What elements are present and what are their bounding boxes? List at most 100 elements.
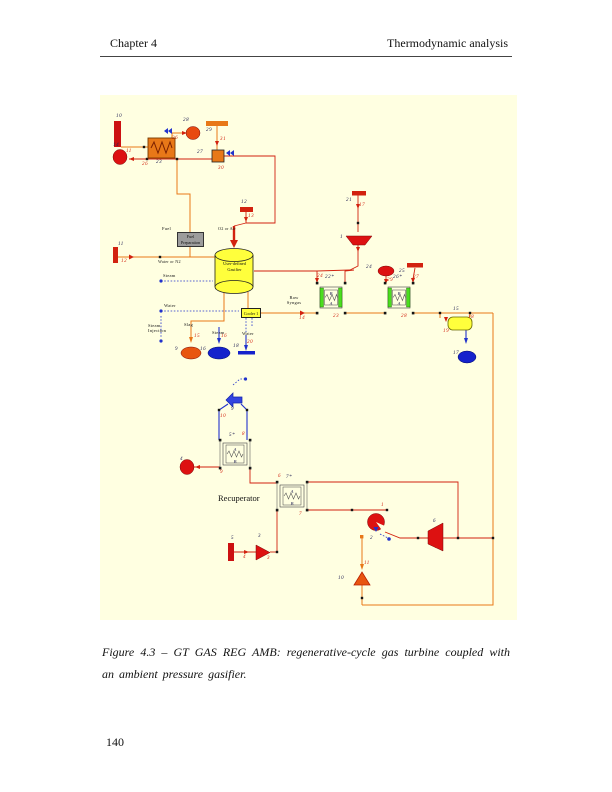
source-bar-21	[352, 191, 366, 196]
component-label-6: 6	[433, 519, 437, 524]
connector-icon	[164, 128, 234, 156]
svg-text:A: A	[290, 489, 294, 494]
header-rule	[100, 56, 512, 57]
sink-ellipse-28	[185, 126, 201, 140]
stream-label-18: 18	[468, 315, 475, 320]
stream-label-14: 14	[299, 316, 306, 321]
hx-block-22	[315, 281, 347, 315]
component-label-9b: 9	[231, 407, 235, 412]
fuel-compressor-3	[255, 544, 271, 561]
red-arrowheads	[129, 131, 448, 554]
component-label-5: 5	[231, 536, 235, 541]
svg-text:A: A	[329, 301, 333, 306]
sink-ellipse-4	[179, 459, 195, 475]
stream-label-19: 19	[443, 329, 450, 334]
label-o2-or-air: O2 or Air	[218, 226, 236, 231]
separator-drum-15	[447, 316, 473, 331]
stream-label-9: 9	[220, 470, 224, 475]
component-label-25: 25	[399, 269, 406, 274]
stream-label-15: 15	[194, 334, 201, 339]
component-label-11: 11	[118, 242, 124, 247]
stream-label-26b: 26	[142, 162, 149, 167]
svg-text:A: A	[233, 447, 237, 452]
component-label-26: 26*	[393, 275, 403, 280]
label-water-2: Water	[242, 331, 254, 336]
sink-ellipse-16	[207, 346, 231, 360]
component-label-29: 29	[206, 128, 213, 133]
cooler-box: Cooler 1	[241, 308, 261, 318]
stream-label-11b: 11	[364, 561, 370, 566]
component-label-12: 12	[241, 200, 248, 205]
orange-arrowheads	[189, 337, 364, 570]
stream-label-30: 30	[218, 166, 225, 171]
component-label-28: 28	[183, 118, 190, 123]
gasifier-label: User-defined Gasifier	[223, 261, 246, 272]
junction-dots	[142, 145, 495, 600]
stream-label-1: 1	[381, 503, 385, 508]
svg-text:B: B	[330, 291, 333, 296]
svg-text:B: B	[291, 501, 294, 506]
label-steam: Steam	[163, 273, 176, 278]
component-label-23: 23	[156, 160, 163, 165]
label-steam-2: Steam	[212, 330, 225, 335]
component-label-17: 17	[453, 351, 460, 356]
svg-text:B: B	[398, 291, 401, 296]
component-label-2: 2	[370, 536, 374, 541]
stream-label-5: 5	[435, 545, 439, 550]
label-steam-injection: Steam Injection	[148, 323, 167, 334]
component-label-15: 15	[453, 307, 460, 312]
label-raw-syngas: Raw Syngas	[286, 295, 302, 306]
source-bar-12	[240, 207, 253, 212]
blue-port-dots	[159, 279, 391, 541]
component-label-21: 21	[346, 198, 353, 203]
combustor-1	[345, 235, 373, 246]
stream-label-29: 29	[387, 278, 394, 283]
heat-exchanger-23	[147, 137, 176, 159]
sink-ellipse-14	[112, 149, 128, 165]
svg-text:A: A	[397, 301, 401, 306]
component-label-16: 16	[200, 347, 207, 352]
dotted-utility-wires	[160, 280, 389, 539]
blue-arrowheads	[217, 338, 468, 351]
stream-label-31: 31	[220, 137, 227, 142]
stream-label-28: 28	[401, 314, 408, 319]
sink-ellipses	[112, 126, 477, 475]
gasifier-vessel	[214, 248, 254, 294]
stream-label-26a: 26	[172, 136, 179, 141]
combustor-2	[367, 513, 386, 533]
label-fuel: Fuel	[162, 226, 171, 231]
page-number: 140	[106, 735, 124, 749]
blue-wires	[218, 327, 467, 440]
orange-port-dot	[360, 535, 364, 539]
stream-label-3: 3	[267, 556, 271, 561]
component-label-10b: 10	[338, 576, 345, 581]
stream-label-23: 23	[333, 314, 340, 319]
stream-label-24: 24	[317, 274, 324, 279]
component-label-7star: 7*	[286, 475, 293, 480]
source-bar-25	[407, 263, 423, 268]
label-water: Water	[164, 303, 176, 308]
component-label-22: 22*	[325, 275, 335, 280]
component-label-4: 4	[180, 457, 184, 462]
header-chapter: Chapter 4	[110, 36, 157, 50]
component-label-9: 9	[175, 347, 179, 352]
filter-10	[353, 571, 371, 586]
hx-block-5	[218, 438, 252, 470]
component-label-14: 14	[113, 143, 120, 148]
turbine-6	[427, 522, 444, 552]
flowsheet-graphics: B A B A A B A B	[112, 121, 495, 606]
stream-label-13: 13	[248, 214, 255, 219]
source-bars	[113, 121, 423, 561]
sink-ellipse-17	[457, 350, 477, 364]
stream-label-16: 16	[221, 334, 228, 339]
hx-letters: B A B A A B A B	[233, 291, 401, 506]
stream-label-20: 20	[247, 340, 254, 345]
stream-label-12: 12	[121, 259, 128, 264]
hx-block-26	[383, 281, 415, 315]
source-bar-5	[228, 543, 234, 561]
source-ellipse-24	[377, 265, 395, 277]
hx-block-7	[275, 480, 309, 512]
sink-ellipse-9	[180, 346, 202, 360]
orange-wires	[118, 126, 494, 606]
